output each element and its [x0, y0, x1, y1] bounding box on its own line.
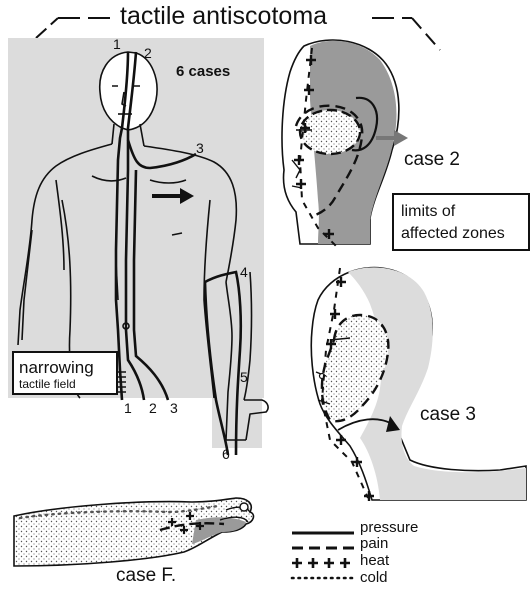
limits-callout-line2: affected zones	[401, 225, 505, 243]
limits-callout-line1: limits of	[401, 203, 455, 221]
body-cases-label: 6 cases	[176, 64, 230, 79]
track-number-1: 1	[113, 37, 121, 51]
figure-title: tactile antiscotoma	[120, 4, 327, 29]
track-number-2: 2	[144, 46, 152, 60]
tactile-field-label: tactile field	[19, 377, 76, 391]
legend-cold: cold	[360, 570, 388, 585]
legend-swatch-heat	[292, 558, 350, 568]
case3-label: case 3	[420, 405, 476, 424]
caseF-arm	[14, 498, 253, 566]
bottom-number-3: 3	[170, 401, 178, 415]
bottom-number-2: 2	[149, 401, 157, 415]
narrowing-inset-box: narrowing tactile field	[12, 351, 118, 395]
legend-pressure: pressure	[360, 520, 418, 535]
track-number-6: 6	[222, 447, 230, 461]
case2-head	[282, 40, 408, 246]
bottom-number-1: 1	[124, 401, 132, 415]
legend-swatches	[292, 533, 354, 578]
legend-heat: heat	[360, 553, 389, 568]
track-number-5: 5	[240, 370, 248, 384]
legend-pain: pain	[360, 536, 388, 551]
track-number-3: 3	[196, 141, 204, 155]
narrowing-label: narrowing	[19, 358, 94, 378]
caseF-label: case F.	[116, 566, 176, 585]
case2-label: case 2	[404, 150, 460, 169]
track-number-4: 4	[240, 265, 248, 279]
limits-callout-box: limits of affected zones	[392, 193, 530, 251]
case3-head	[311, 267, 526, 501]
